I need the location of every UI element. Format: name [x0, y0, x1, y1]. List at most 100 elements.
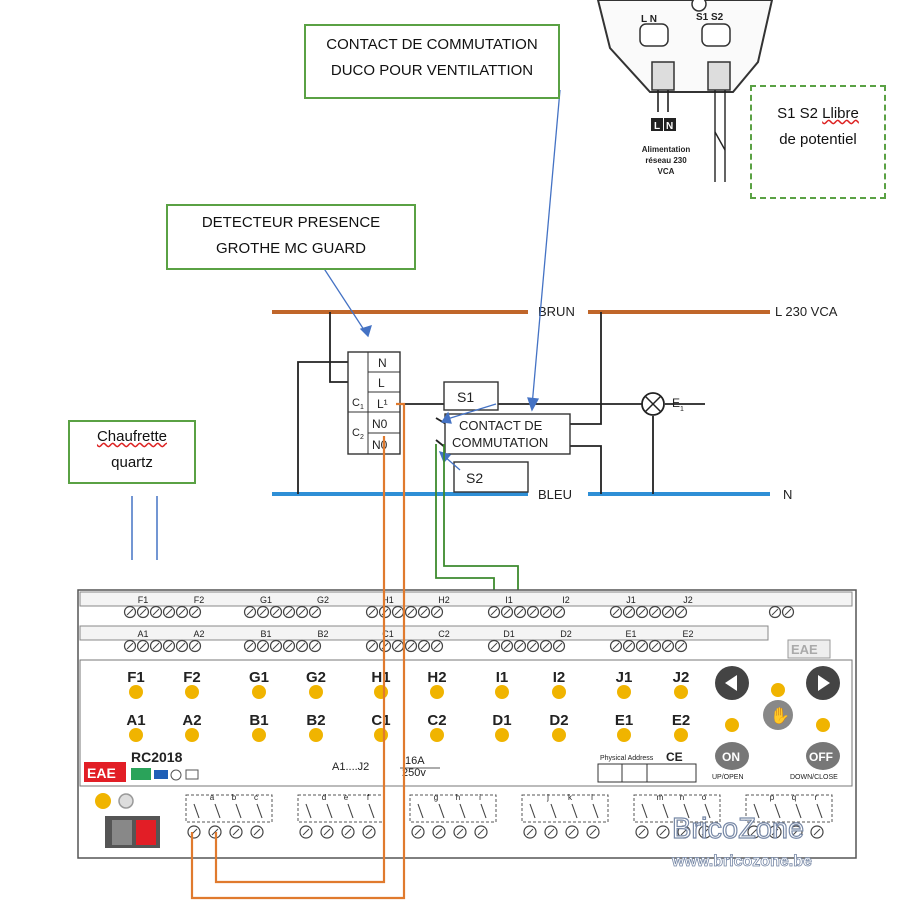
rating-voltage: 250v	[402, 767, 426, 779]
relay-letter: n	[680, 793, 684, 802]
channel-led	[430, 728, 444, 742]
terminal-n0-a: N0	[372, 417, 388, 431]
channel-led	[495, 685, 509, 699]
top-terminal-label: D1	[503, 629, 515, 639]
callout-s1s2-line1: S1 S2 Llibre	[752, 101, 884, 127]
duco-device: L N S1 S2 L N Alimentation réseau 230 VC…	[596, 0, 774, 182]
callout-detector: DETECTEUR PRESENCE GROTHE MC GUARD	[166, 204, 416, 270]
off-label: OFF	[809, 750, 833, 764]
top-terminal-label: G1	[260, 595, 272, 605]
right-arrow-icon	[818, 675, 830, 691]
watermark-url: www.bricozone.be	[671, 853, 812, 870]
up-open-label: UP/OPEN	[712, 774, 744, 781]
duco-n-badge: N	[666, 121, 673, 132]
channel-label: F1	[127, 669, 145, 686]
channel-led	[309, 728, 323, 742]
s1-box: S1	[443, 381, 499, 411]
label-c1: C1	[352, 397, 364, 411]
n-label: N	[783, 487, 792, 502]
callout-detector-line2: GROTHE MC GUARD	[216, 240, 366, 257]
rating-current: 16A	[405, 755, 425, 767]
model-label: RC2018	[131, 749, 183, 765]
channel-led	[185, 728, 199, 742]
channel-led	[430, 685, 444, 699]
channel-label: H2	[427, 669, 446, 686]
channel-led	[374, 728, 388, 742]
manual-mode-button[interactable]	[763, 700, 793, 730]
relay-group	[633, 794, 721, 823]
channel-label: C1	[371, 712, 390, 729]
channel-led	[674, 685, 688, 699]
top-terminal-label: F2	[194, 595, 205, 605]
relay-group	[521, 794, 609, 823]
channel-label: J2	[673, 669, 690, 686]
hand-icon: ✋	[770, 706, 790, 725]
top-terminal-label: C2	[438, 629, 450, 639]
contact-label-1: CONTACT DE	[459, 418, 543, 433]
top-terminal-label: H2	[438, 595, 450, 605]
top-terminal-label: H1	[382, 595, 394, 605]
status-led	[771, 683, 785, 697]
bleu-label: BLEU	[538, 487, 572, 502]
top-terminal-label: J2	[683, 595, 693, 605]
relay-group	[745, 794, 833, 823]
channel-label: I1	[496, 669, 509, 686]
s2-label: S2	[466, 470, 483, 486]
duco-power-label-2: réseau 230	[645, 156, 687, 165]
off-button[interactable]	[806, 742, 840, 770]
top-terminal-label: F1	[138, 595, 149, 605]
top-terminal-label: B1	[260, 629, 271, 639]
relay-letter: q	[792, 793, 796, 802]
heater-wires	[131, 496, 158, 560]
channel-led	[129, 728, 143, 742]
relay-letter: o	[702, 793, 707, 802]
duco-power-label-1: Alimentation	[642, 145, 691, 154]
channel-led	[252, 728, 266, 742]
relay-letter: e	[344, 793, 349, 802]
relay-letter: j	[546, 793, 549, 802]
top-terminal-label: E1	[625, 629, 636, 639]
prog-led	[118, 793, 134, 809]
relay-letter: c	[254, 793, 258, 802]
channel-label: G1	[249, 669, 269, 686]
watermark-logo: BricoZone	[672, 813, 804, 845]
relay-letter: g	[434, 793, 438, 802]
eae-logo-top: EAE	[791, 642, 818, 657]
channel-label: G2	[306, 669, 326, 686]
relay-letter: m	[657, 793, 664, 802]
callout-arrows	[307, 89, 561, 471]
brun-label: BRUN	[538, 304, 575, 319]
relay-letter: p	[770, 793, 775, 802]
label-c2: C2	[352, 427, 364, 441]
channel-led	[617, 728, 631, 742]
terminal-l1: L¹	[377, 397, 388, 411]
power-lines: BRUN L 230 VCA BLEU N	[272, 304, 838, 502]
callout-detector-line1: DETECTEUR PRESENCE	[201, 214, 381, 231]
top-terminal-label: C1	[382, 629, 394, 639]
phys-address-label: Physical Address	[600, 755, 654, 762]
duco-ln-label: L N	[641, 14, 657, 25]
on-button[interactable]	[715, 742, 749, 770]
callout-duco-line1: CONTACT DE COMMUTATION	[326, 36, 538, 53]
callout-s1s2: S1 S2 Llibre de potentiel	[750, 85, 886, 199]
channel-label: D1	[492, 712, 511, 729]
top-terminal-label: I1	[505, 595, 513, 605]
channel-led	[552, 728, 566, 742]
relay-letter: l	[591, 793, 593, 802]
relay-group	[185, 794, 273, 823]
terminal-n0-b: N0	[372, 438, 388, 452]
channel-led	[129, 685, 143, 699]
relay-letter: h	[456, 793, 460, 802]
rating-channels: A1....J2	[332, 761, 369, 773]
relay-letter: r	[815, 793, 818, 802]
contact-box: CONTACT DE COMMUTATION	[444, 413, 571, 455]
relay-letter: d	[322, 793, 326, 802]
relay-group	[297, 794, 385, 823]
channel-label: D2	[549, 712, 568, 729]
channel-led	[674, 728, 688, 742]
top-terminal-label: E2	[682, 629, 693, 639]
